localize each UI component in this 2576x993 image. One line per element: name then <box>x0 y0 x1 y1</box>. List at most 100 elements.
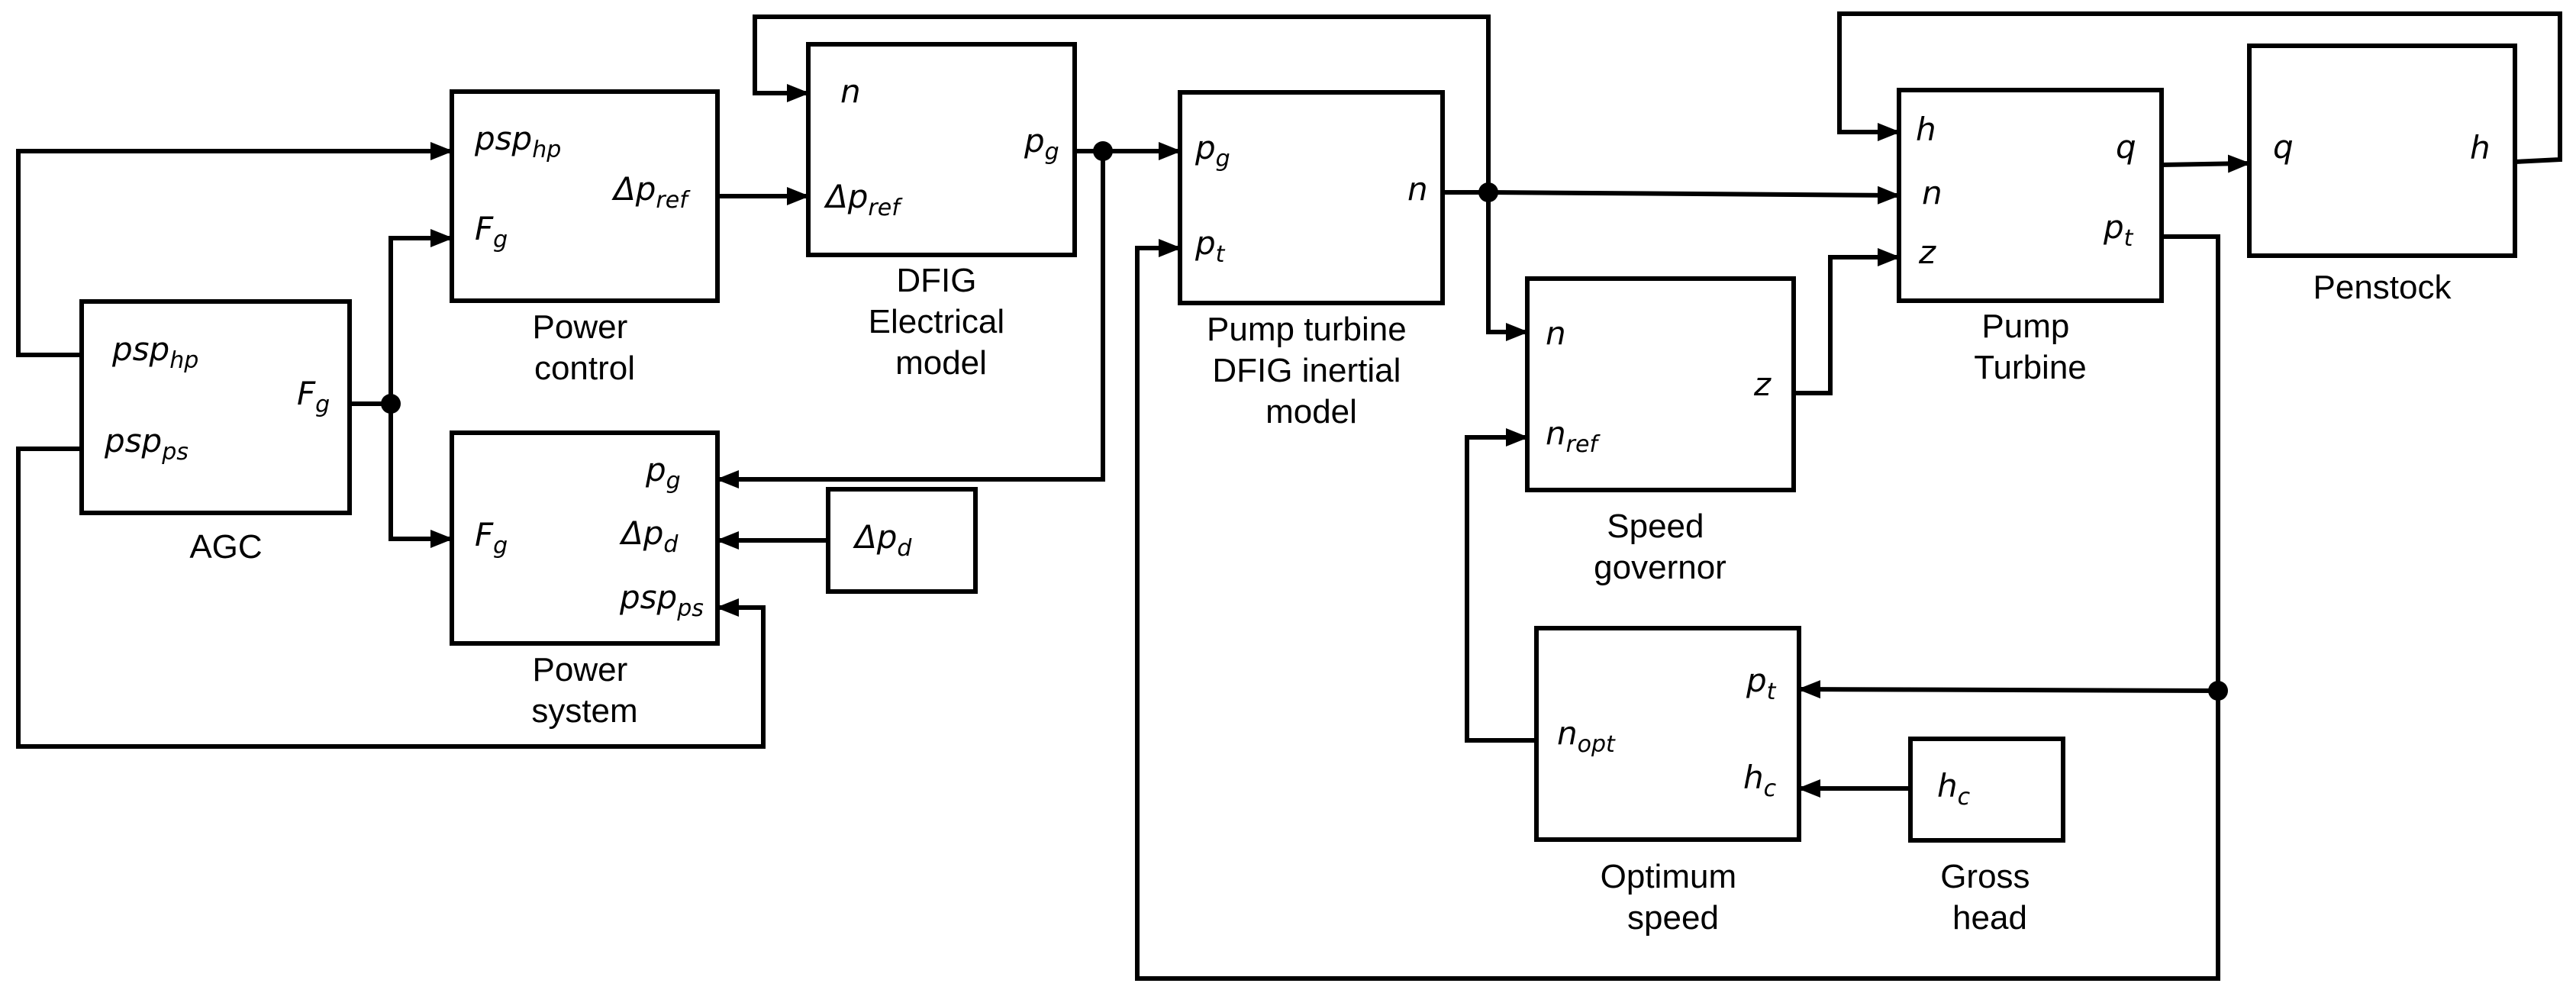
caption-dfig-electrical-line-2: Electrical <box>869 303 1005 340</box>
wire-junction-to-pumpturbine-n <box>1488 185 1901 205</box>
port-dfig-delta-pref: Δpref <box>824 178 903 221</box>
block-pump-turbine: h n z q pt Pump Turbine <box>1897 88 2164 386</box>
wire-junction-to-optimum-pt <box>1797 680 2219 699</box>
caption-governor-line-2: governor <box>1594 549 1726 586</box>
port-optimum-pt: pt <box>1746 662 1777 705</box>
wire-junction-to-inertial-pt <box>1135 239 2220 981</box>
wire-junction-to-dfig-n <box>753 15 1491 192</box>
block-dfig-electrical-box <box>806 42 1077 257</box>
caption-speed-governor: Speed governor <box>1594 508 1726 586</box>
block-disturbance: Δpd <box>826 487 978 594</box>
block-power-control: psphp Fg Δpref Power control <box>450 89 720 387</box>
port-inertial-pg: pg <box>1195 129 1230 172</box>
block-agc-box <box>79 299 352 515</box>
junction-dot-n <box>1478 182 1498 202</box>
caption-optimum-line-2: speed <box>1627 899 1719 937</box>
caption-agc-line-1: AGC <box>189 528 262 566</box>
port-pumpturbine-z: z <box>1918 234 1936 271</box>
block-gross-head: hc Gross head <box>1908 737 2065 937</box>
port-powersystem-fg: Fg <box>475 516 508 559</box>
block-inertial-model: pg pt n Pump turbine DFIG inertial model <box>1178 90 1445 430</box>
caption-power-control: Power control <box>533 308 637 387</box>
block-agc: psphp pspps Fg AGC <box>79 299 352 566</box>
block-pump-turbine-box <box>1897 88 2164 303</box>
port-grosshead-hc: hc <box>1937 767 1971 811</box>
wire-pumpturbine-q-to-penstock <box>2161 154 2251 173</box>
port-powercontrol-fg: Fg <box>475 210 508 253</box>
port-optimum-nopt: nopt <box>1557 714 1616 758</box>
wire-agc-psphp-to-powercontrol <box>16 142 453 357</box>
port-dfig-n: n <box>840 73 861 110</box>
wire-agc-pspps-to-powersystem <box>16 447 766 749</box>
block-power-system: Fg pg Δpd pspps Power system <box>450 430 720 730</box>
port-powersystem-delta-pd: Δpd <box>619 514 679 558</box>
port-agc-psp-hp: psphp <box>111 330 198 374</box>
wire-penstock-h-to-pumpturbine <box>1837 11 2562 164</box>
port-agc-psp-ps: pspps <box>104 422 189 466</box>
caption-power-system: Power system <box>531 651 637 730</box>
caption-pumpturbine-line-1: Pump <box>1981 308 2069 345</box>
port-optimum-hc: hc <box>1743 759 1777 802</box>
caption-governor-line-1: Speed <box>1607 508 1704 545</box>
block-dfig-electrical: n Δpref pg DFIG Electrical model <box>806 42 1077 382</box>
caption-penstock-line-1: Penstock <box>2313 269 2452 306</box>
wire-pumpturbine-pt-to-junction <box>2162 234 2220 691</box>
port-agc-fg: Fg <box>297 375 330 418</box>
port-powercontrol-delta-pref: Δpref <box>611 170 691 214</box>
port-pumpturbine-h: h <box>1916 111 1936 148</box>
caption-pump-turbine: Pump Turbine <box>1974 308 2087 386</box>
caption-grosshead-line-2: head <box>1952 899 2027 937</box>
caption-dfig-electrical-line-1: DFIG <box>896 262 976 299</box>
port-penstock-q: q <box>2273 128 2294 166</box>
port-inertial-pt: pt <box>1195 224 1226 268</box>
port-inertial-n: n <box>1407 170 1428 208</box>
block-gross-head-box <box>1908 737 2065 843</box>
block-power-system-box <box>450 430 720 646</box>
port-disturbance-delta-pd: Δpd <box>853 518 912 562</box>
caption-agc: AGC <box>189 528 262 566</box>
port-powersystem-psp-ps: pspps <box>619 579 704 622</box>
junctions <box>381 141 2228 701</box>
caption-inertial-line-3: model <box>1265 393 1357 430</box>
block-optimum-speed: nopt pt hc Optimum speed <box>1534 626 1801 937</box>
caption-inertial-model: Pump turbine DFIG inertial model <box>1207 311 1416 430</box>
port-dfig-pg: pg <box>1024 122 1059 166</box>
wire-optimum-to-governor-nref <box>1465 428 1536 743</box>
wire-junction-to-governor-n <box>1486 192 1529 341</box>
port-governor-z: z <box>1753 366 1772 403</box>
caption-grosshead-line-1: Gross <box>1940 858 2030 895</box>
wire-junction-to-powersystem-pg <box>716 151 1105 488</box>
block-speed-governor: n nref z Speed governor <box>1525 276 1796 586</box>
junction-dot-pg <box>1093 141 1113 161</box>
junction-dot-fg <box>381 394 401 414</box>
wire-junction-to-powersystem-fg <box>388 404 453 548</box>
block-penstock-box <box>2247 44 2517 258</box>
port-pumpturbine-q: q <box>2116 128 2136 166</box>
caption-power-control-line-1: Power <box>533 308 628 346</box>
wire-junction-to-powercontrol-fg <box>388 229 453 404</box>
caption-optimum-speed: Optimum speed <box>1601 858 1746 937</box>
block-penstock: q h Penstock <box>2247 44 2517 306</box>
connections <box>16 11 2562 981</box>
block-optimum-speed-box <box>1534 626 1801 842</box>
caption-power-system-line-2: system <box>531 692 637 730</box>
wire-governor-z-to-pumpturbine <box>1794 248 1901 395</box>
junction-dot-pt <box>2208 681 2228 701</box>
block-inertial-model-box <box>1178 90 1445 305</box>
caption-power-system-line-1: Power <box>533 651 628 688</box>
caption-inertial-line-2: DFIG inertial <box>1212 352 1401 389</box>
port-powercontrol-psp-hp: psphp <box>474 120 561 163</box>
port-pumpturbine-pt: pt <box>2103 208 2134 252</box>
block-power-control-box <box>450 89 720 303</box>
port-powersystem-pg: pg <box>645 451 681 495</box>
caption-power-control-line-2: control <box>534 350 635 387</box>
port-pumpturbine-n: n <box>1922 174 1942 211</box>
port-governor-n: n <box>1546 314 1566 352</box>
caption-inertial-line-1: Pump turbine <box>1207 311 1407 348</box>
port-penstock-h: h <box>2470 129 2491 166</box>
caption-dfig-electrical-line-3: model <box>895 344 987 382</box>
block-disturbance-box <box>826 487 978 594</box>
caption-dfig-electrical: DFIG Electrical model <box>869 262 1014 382</box>
port-governor-nref: nref <box>1546 414 1601 458</box>
